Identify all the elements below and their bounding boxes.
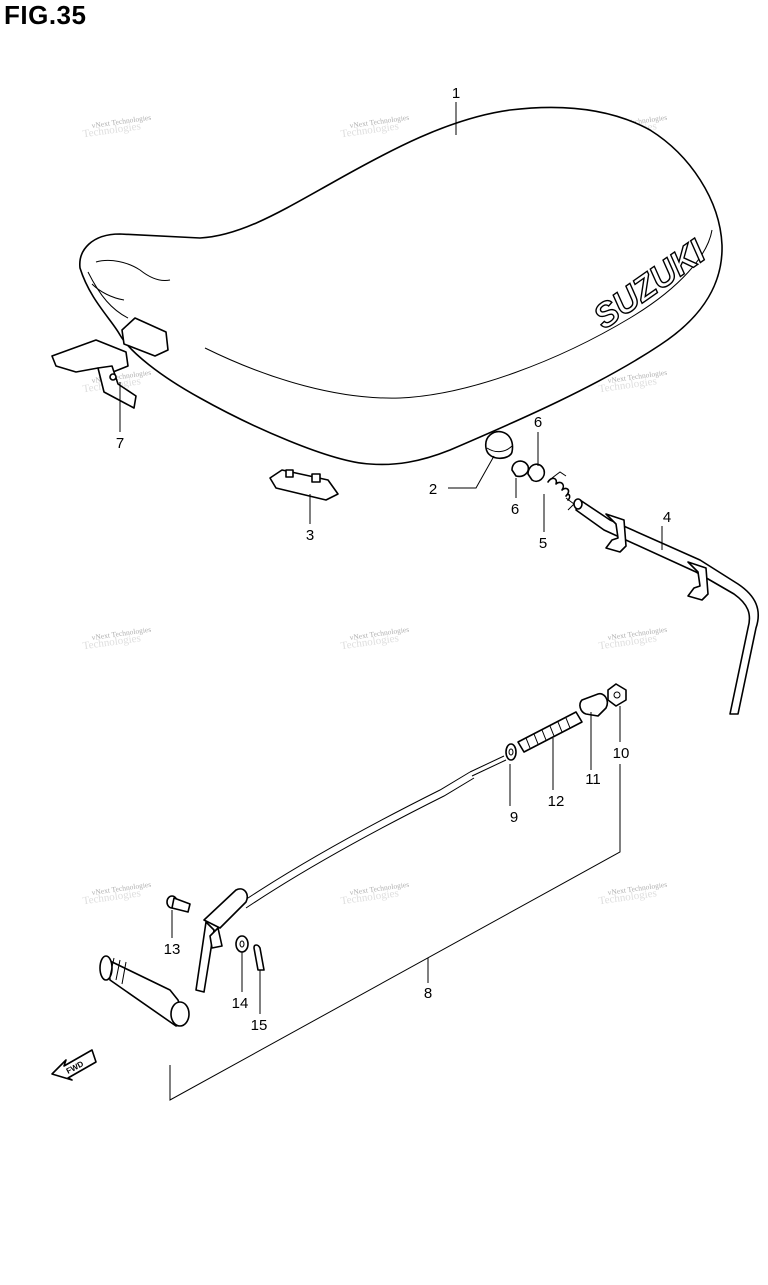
callout-7: 7 bbox=[116, 435, 124, 452]
washer-part bbox=[505, 743, 517, 761]
callout-12: 12 bbox=[548, 793, 565, 810]
watermark: Technologies vNext Technologies bbox=[598, 880, 668, 908]
coil-spring-part bbox=[517, 711, 583, 753]
seat-part: SUZUKI bbox=[79, 106, 723, 466]
watermark: Technologies vNext Technologies bbox=[598, 625, 668, 653]
callout-8: 8 bbox=[424, 985, 432, 1002]
cable-end-part bbox=[579, 692, 609, 717]
cushion-part bbox=[269, 469, 339, 501]
callout-11: 11 bbox=[585, 771, 601, 788]
watermark: Technologies vNext Technologies bbox=[340, 113, 410, 141]
callout-6-bottom: 6 bbox=[511, 501, 519, 518]
callout-layer: 1 2 3 4 5 6 6 7 8 9 10 11 12 13 14 15 bbox=[116, 85, 671, 1034]
watermark: Technologies vNext Technologies bbox=[340, 880, 410, 908]
callout-4: 4 bbox=[663, 509, 671, 526]
callout-13: 13 bbox=[164, 941, 181, 958]
figure-title: FIG.35 bbox=[4, 0, 87, 30]
clip-part-right bbox=[527, 463, 546, 483]
cotter-pin-part bbox=[253, 944, 265, 971]
washer-part-small bbox=[235, 935, 249, 953]
bracket-part bbox=[51, 339, 137, 409]
fwd-arrow-icon: FWD bbox=[51, 1049, 97, 1081]
watermark: Technologies vNext Technologies bbox=[82, 113, 152, 141]
nut-part bbox=[607, 683, 627, 707]
callout-2: 2 bbox=[429, 481, 437, 498]
callout-14: 14 bbox=[232, 995, 249, 1012]
callout-3: 3 bbox=[306, 527, 314, 544]
watermark: Technologies vNext Technologies bbox=[340, 625, 410, 653]
callout-15: 15 bbox=[251, 1017, 268, 1034]
watermark: Technologies vNext Technologies bbox=[82, 880, 152, 908]
hook-rod-part bbox=[573, 498, 760, 715]
spring-part bbox=[547, 471, 575, 511]
watermark: Technologies vNext Technologies bbox=[82, 625, 152, 653]
callout-1: 1 bbox=[452, 85, 460, 102]
leader-lines bbox=[119, 102, 663, 1101]
bolt-part bbox=[166, 895, 191, 913]
clip-part-left bbox=[511, 460, 530, 478]
callout-5: 5 bbox=[539, 535, 547, 552]
callout-9: 9 bbox=[510, 809, 518, 826]
callout-6-top: 6 bbox=[534, 414, 542, 431]
release-lever-part bbox=[99, 755, 507, 1027]
cap-part bbox=[484, 430, 514, 460]
callout-10: 10 bbox=[613, 745, 630, 762]
